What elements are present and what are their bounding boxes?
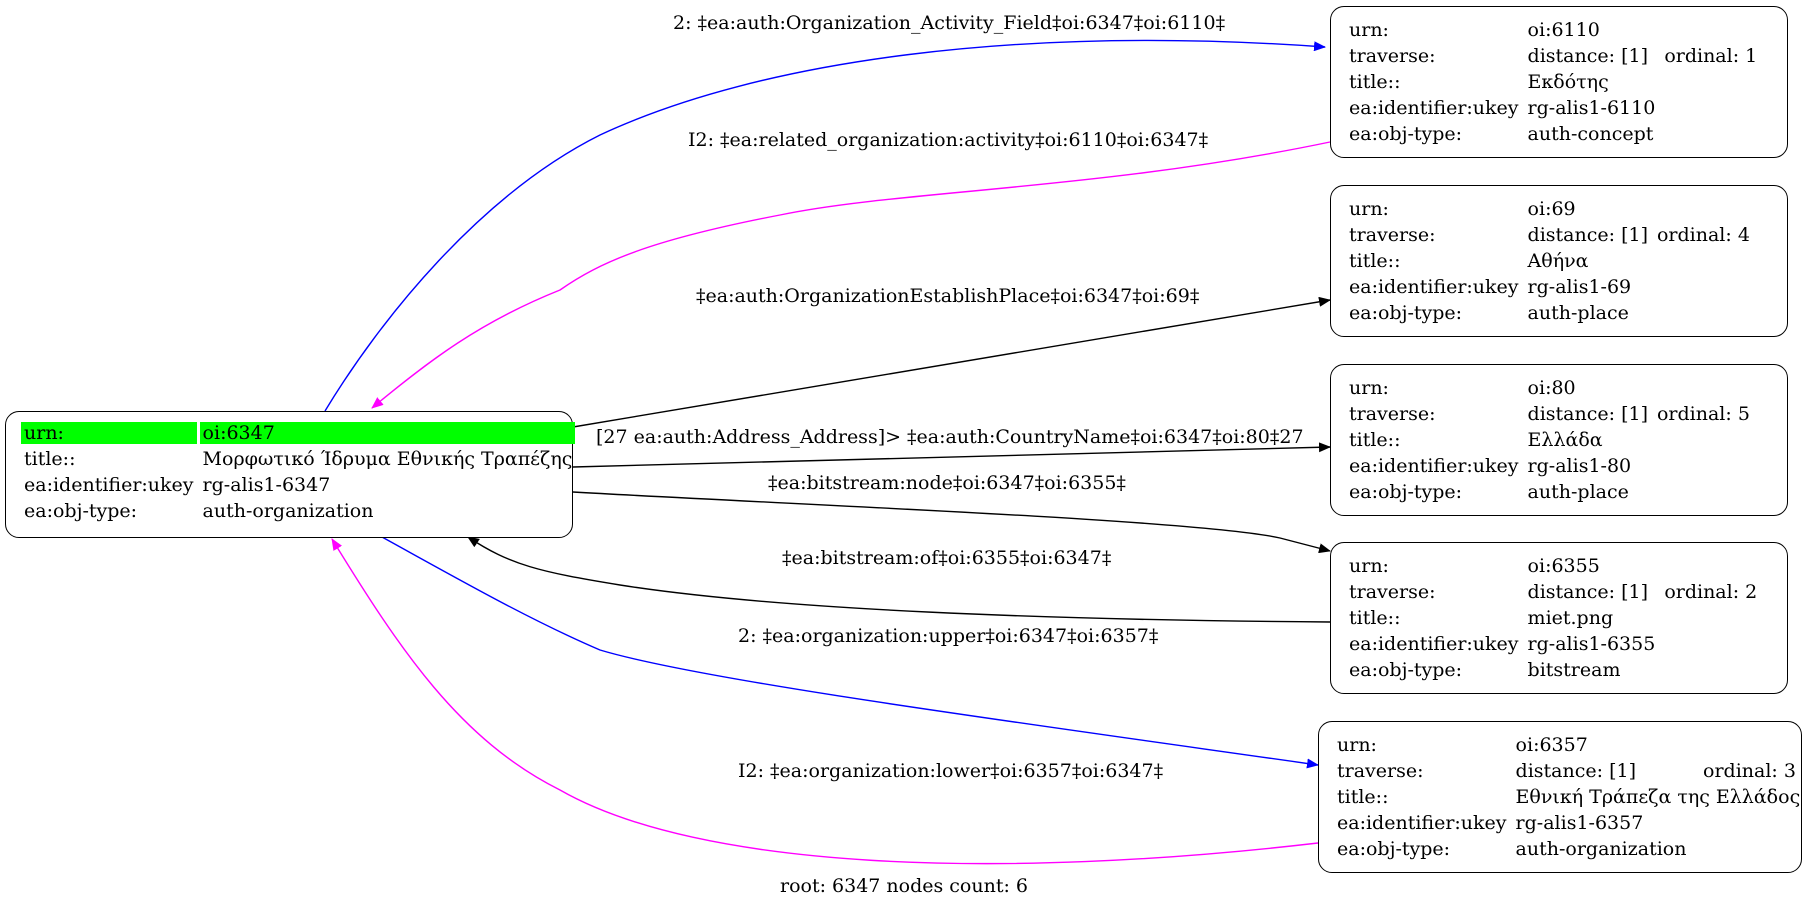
node-key: traverse: xyxy=(1349,581,1436,603)
node-key: title:: xyxy=(24,448,76,470)
node-key: title:: xyxy=(1337,786,1389,808)
node-value: ordinal: 3 xyxy=(1703,760,1796,782)
node-value: oi:6347 xyxy=(199,422,576,444)
node-key: title:: xyxy=(1349,429,1401,451)
node-6355[interactable]: urn: oi:6355 traverse: distance: [1] ordina… xyxy=(1330,542,1788,694)
node-table: urn: oi:80 traverse: distance: [1] ordinal:… xyxy=(1343,373,1756,507)
node-value: distance: [1] xyxy=(1515,760,1636,782)
node-value: rg-alis1-80 xyxy=(1527,455,1632,477)
node-key: ea:identifier:ukey xyxy=(1349,633,1519,655)
node-value: ordinal: 2 xyxy=(1664,581,1758,603)
node-key: title:: xyxy=(1349,71,1401,93)
node-value: oi:69 xyxy=(1527,198,1576,220)
node-key: traverse: xyxy=(1349,224,1436,246)
node-key: ea:obj-type: xyxy=(1349,659,1463,681)
edge-label: [27 ea:auth:Address_Address]> ‡ea:auth:C… xyxy=(596,426,1304,448)
node-key: traverse: xyxy=(1337,760,1424,782)
root-node-table: urn: oi:6347 title:: Μορφωτικό Ίδρυμα Εθ… xyxy=(18,418,578,526)
node-key: ea:identifier:ukey xyxy=(1337,812,1507,834)
node-key: traverse: xyxy=(1349,403,1436,425)
node-value: Μορφωτικό Ίδρυμα Εθνικής Τραπέζης xyxy=(202,448,573,470)
node-value: auth-organization xyxy=(1515,838,1687,860)
node-value: Αθήνα xyxy=(1527,250,1589,272)
node-key: ea:identifier:ukey xyxy=(24,474,194,496)
node-value: bitstream xyxy=(1527,659,1621,681)
node-value: miet.png xyxy=(1527,607,1614,629)
node-key: urn: xyxy=(1349,377,1389,399)
node-key: title:: xyxy=(1349,250,1401,272)
node-6110[interactable]: urn: oi:6110 traverse: distance: [1] ordina… xyxy=(1330,6,1788,158)
node-value: Εθνική Τράπεζα της Ελλάδος xyxy=(1515,786,1801,808)
node-key: urn: xyxy=(1349,555,1389,577)
edge-6347-69 xyxy=(572,296,1331,428)
node-value: oi:6355 xyxy=(1527,555,1600,577)
node-key: traverse: xyxy=(1349,45,1436,67)
node-key: title:: xyxy=(1349,607,1401,629)
node-value: auth-place xyxy=(1527,481,1629,503)
node-table: urn: oi:69 traverse: distance: [1] ordinal:… xyxy=(1343,194,1756,328)
node-value: distance: [1] xyxy=(1527,45,1648,67)
node-value: oi:80 xyxy=(1527,377,1576,399)
node-value: distance: [1] xyxy=(1527,224,1648,246)
node-value: ordinal: 1 xyxy=(1664,45,1758,67)
node-table: urn: oi:6110 traverse: distance: [1] ordina… xyxy=(1343,15,1763,149)
node-value: oi:6357 xyxy=(1515,734,1588,756)
node-value: rg-alis1-6110 xyxy=(1527,97,1656,119)
edge-label: ‡ea:bitstream:node‡oi:6347‡oi:6355‡ xyxy=(768,472,1126,494)
node-value: auth-concept xyxy=(1527,123,1654,145)
node-value: auth-place xyxy=(1527,302,1629,324)
node-key: urn: xyxy=(1337,734,1377,756)
node-key: ea:identifier:ukey xyxy=(1349,276,1519,298)
node-69[interactable]: urn: oi:69 traverse: distance: [1] ordinal:… xyxy=(1330,185,1788,337)
node-key: ea:obj-type: xyxy=(24,500,138,522)
edge-label: 2: ‡ea:organization:upper‡oi:6347‡oi:635… xyxy=(738,625,1159,647)
graph-footer: root: 6347 nodes count: 6 xyxy=(779,875,1029,897)
root-node[interactable]: urn: oi:6347 title:: Μορφωτικό Ίδρυμα Εθ… xyxy=(5,411,576,538)
node-key: ea:obj-type: xyxy=(1349,123,1463,145)
edge-label: ‡ea:bitstream:of‡oi:6355‡oi:6347‡ xyxy=(782,547,1112,569)
node-value: Εκδότης xyxy=(1527,71,1609,93)
node-6357[interactable]: urn: oi:6357 traverse: distance: [1] ordina… xyxy=(1318,721,1802,873)
node-value: ordinal: 4 xyxy=(1656,224,1750,246)
edge-6355-6347 xyxy=(467,536,1331,623)
node-value: auth-organization xyxy=(202,500,374,522)
node-key: ea:obj-type: xyxy=(1349,302,1463,324)
node-key: urn: xyxy=(1349,19,1389,41)
node-value: distance: [1] xyxy=(1527,581,1648,603)
node-key: ea:obj-type: xyxy=(1337,838,1451,860)
edge-label: ‡ea:auth:OrganizationEstablishPlace‡oi:6… xyxy=(696,285,1200,307)
node-key: urn: xyxy=(1349,198,1389,220)
edge-6347-6355 xyxy=(572,491,1331,554)
node-table: urn: oi:6355 traverse: distance: [1] ordina… xyxy=(1343,551,1763,685)
node-key: ea:identifier:ukey xyxy=(1349,455,1519,477)
node-value: Ελλάδα xyxy=(1527,429,1603,451)
edge-label: I2: ‡ea:organization:lower‡oi:6357‡oi:63… xyxy=(738,760,1164,782)
node-value: rg-alis1-6347 xyxy=(202,474,331,496)
node-value: distance: [1] xyxy=(1527,403,1648,425)
edge-label: 2: ‡ea:auth:Organization_Activity_Field‡… xyxy=(673,12,1226,34)
node-80[interactable]: urn: oi:80 traverse: distance: [1] ordinal:… xyxy=(1330,364,1788,516)
edge-6347-6357 xyxy=(381,536,1319,769)
node-value: rg-alis1-69 xyxy=(1527,276,1632,298)
node-value: ordinal: 5 xyxy=(1656,403,1750,425)
node-value: oi:6110 xyxy=(1527,19,1600,41)
edge-6110-6347 xyxy=(371,141,1331,409)
node-key: urn: xyxy=(21,422,197,444)
node-value: rg-alis1-6355 xyxy=(1527,633,1656,655)
node-table: urn: oi:6357 traverse: distance: [1] ordina… xyxy=(1331,730,1806,864)
edge-6357-6347 xyxy=(331,538,1319,865)
node-key: ea:identifier:ukey xyxy=(1349,97,1519,119)
edge-6347-6110 xyxy=(324,39,1326,412)
node-key: ea:obj-type: xyxy=(1349,481,1463,503)
edge-6347-80 xyxy=(572,442,1331,468)
node-value: rg-alis1-6357 xyxy=(1515,812,1644,834)
edge-label: I2: ‡ea:related_organization:activity‡oi… xyxy=(688,129,1209,151)
